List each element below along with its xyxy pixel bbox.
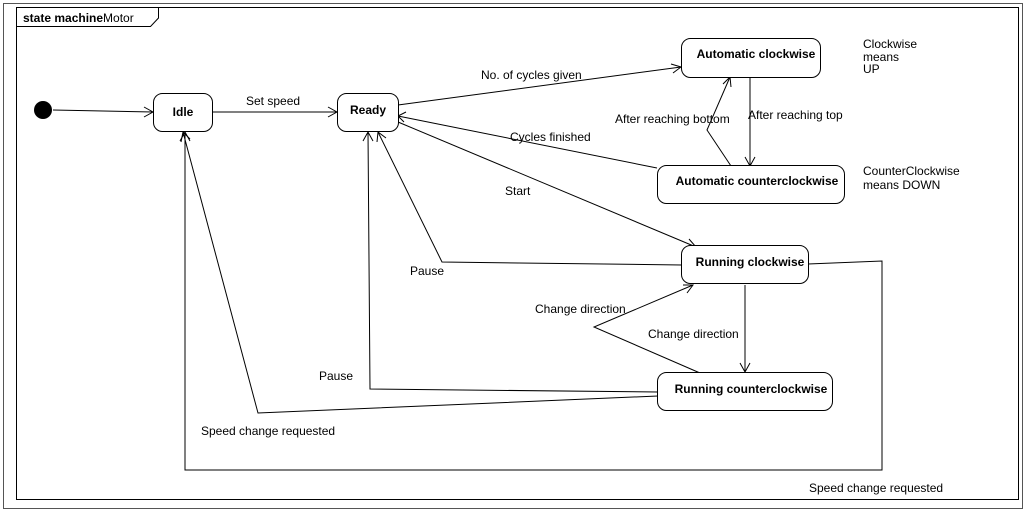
state-running-counterclockwise[interactable]: Running counterclockwise — [657, 372, 833, 411]
edge-initial-idle — [52, 109, 154, 113]
label-pause-running-cw: Pause — [410, 264, 444, 278]
note-counterclockwise-line-1: CounterClockwise — [863, 164, 960, 178]
label-after-top: After reaching top — [748, 108, 843, 122]
frame-title: state machineMotor — [23, 11, 134, 25]
note-counterclockwise-line-2: means DOWN — [863, 178, 940, 192]
edge-pause-cw — [377, 131, 683, 266]
label-pause-running-ccw: Pause — [319, 369, 353, 383]
state-automatic-clockwise[interactable]: Automatic clockwise — [681, 38, 821, 78]
edge-pause-ccw — [367, 131, 659, 393]
state-automatic-counterclockwise[interactable]: Automatic counterclockwise — [657, 165, 845, 204]
state-running-clockwise-label: Running clockwise — [696, 255, 805, 269]
state-ready-label: Ready — [350, 103, 386, 117]
frame-title-tab — [16, 7, 159, 27]
edge-change-direction-ccw-cw — [592, 284, 701, 374]
state-idle[interactable]: Idle — [153, 93, 213, 132]
edge-speed-change-cw — [184, 132, 883, 471]
state-running-clockwise[interactable]: Running clockwise — [681, 245, 809, 284]
state-idle-label: Idle — [173, 105, 194, 119]
state-running-counterclockwise-label: Running counterclockwise — [675, 382, 828, 396]
label-change-direction-1: Change direction — [535, 302, 626, 316]
label-change-direction-2: Change direction — [648, 327, 739, 341]
edge-start — [397, 121, 697, 248]
state-ready[interactable]: Ready — [337, 93, 399, 132]
label-cycles-given: No. of cycles given — [481, 68, 582, 82]
note-clockwise-line-3: UP — [863, 62, 880, 76]
label-cycles-finished: Cycles finished — [510, 130, 591, 144]
outer-border — [3, 3, 1023, 509]
label-speed-change-requested-ccw: Speed change requested — [201, 424, 335, 438]
state-automatic-clockwise-label: Automatic clockwise — [697, 47, 816, 61]
edge-speed-change-ccw — [182, 131, 659, 414]
label-start: Start — [505, 184, 531, 198]
state-automatic-counterclockwise-label: Automatic counterclockwise — [676, 174, 839, 188]
label-speed-change-requested-cw: Speed change requested — [809, 481, 943, 495]
edge-cycles-finished — [397, 115, 658, 169]
label-after-bottom: After reaching bottom — [615, 112, 730, 126]
edge-after-bottom — [706, 76, 732, 167]
note-clockwise-line-2: means — [863, 50, 899, 64]
arrowhead — [683, 284, 694, 294]
diagram-frame — [16, 7, 1019, 500]
edge-cycles-given — [397, 66, 682, 106]
label-set-speed: Set speed — [246, 94, 300, 108]
note-clockwise-line-1: Clockwise — [863, 37, 917, 51]
transitions — [52, 63, 883, 471]
initial-state — [34, 101, 52, 119]
